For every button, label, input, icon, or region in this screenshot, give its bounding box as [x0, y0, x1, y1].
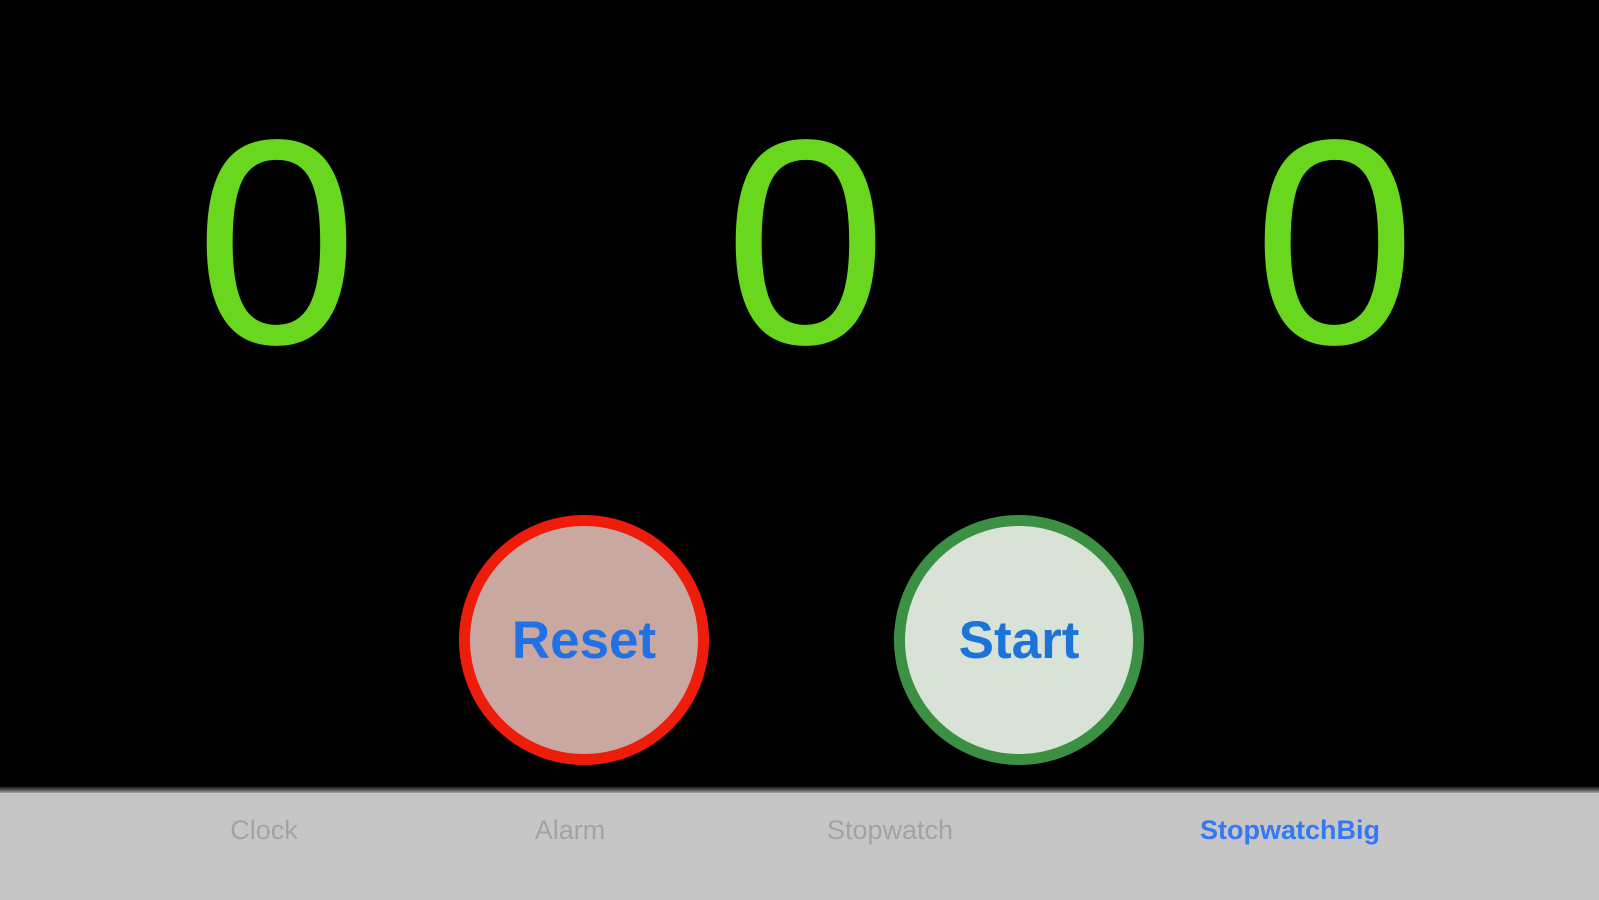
tab-bar-separator — [0, 786, 1599, 793]
tab-alarm[interactable]: Alarm — [534, 815, 606, 845]
stopwatch-digits-row: 0 0 0 — [0, 96, 1599, 388]
stopwatch-digit-seconds: 0 — [724, 79, 887, 405]
reset-button-label: Reset — [511, 610, 657, 670]
start-button[interactable]: Start — [894, 515, 1144, 765]
tab-stopwatchbig[interactable]: StopwatchBig — [1200, 815, 1380, 845]
tab-stopwatch[interactable]: Stopwatch — [826, 815, 954, 845]
start-button-label: Start — [958, 610, 1080, 670]
tab-clock[interactable]: Clock — [230, 815, 298, 845]
stopwatch-digit-minutes: 0 — [195, 79, 358, 405]
reset-button[interactable]: Reset — [459, 515, 709, 765]
tab-bar: Clock Alarm Stopwatch StopwatchBig — [0, 786, 1599, 900]
stopwatch-digit-fraction: 0 — [1253, 79, 1416, 405]
